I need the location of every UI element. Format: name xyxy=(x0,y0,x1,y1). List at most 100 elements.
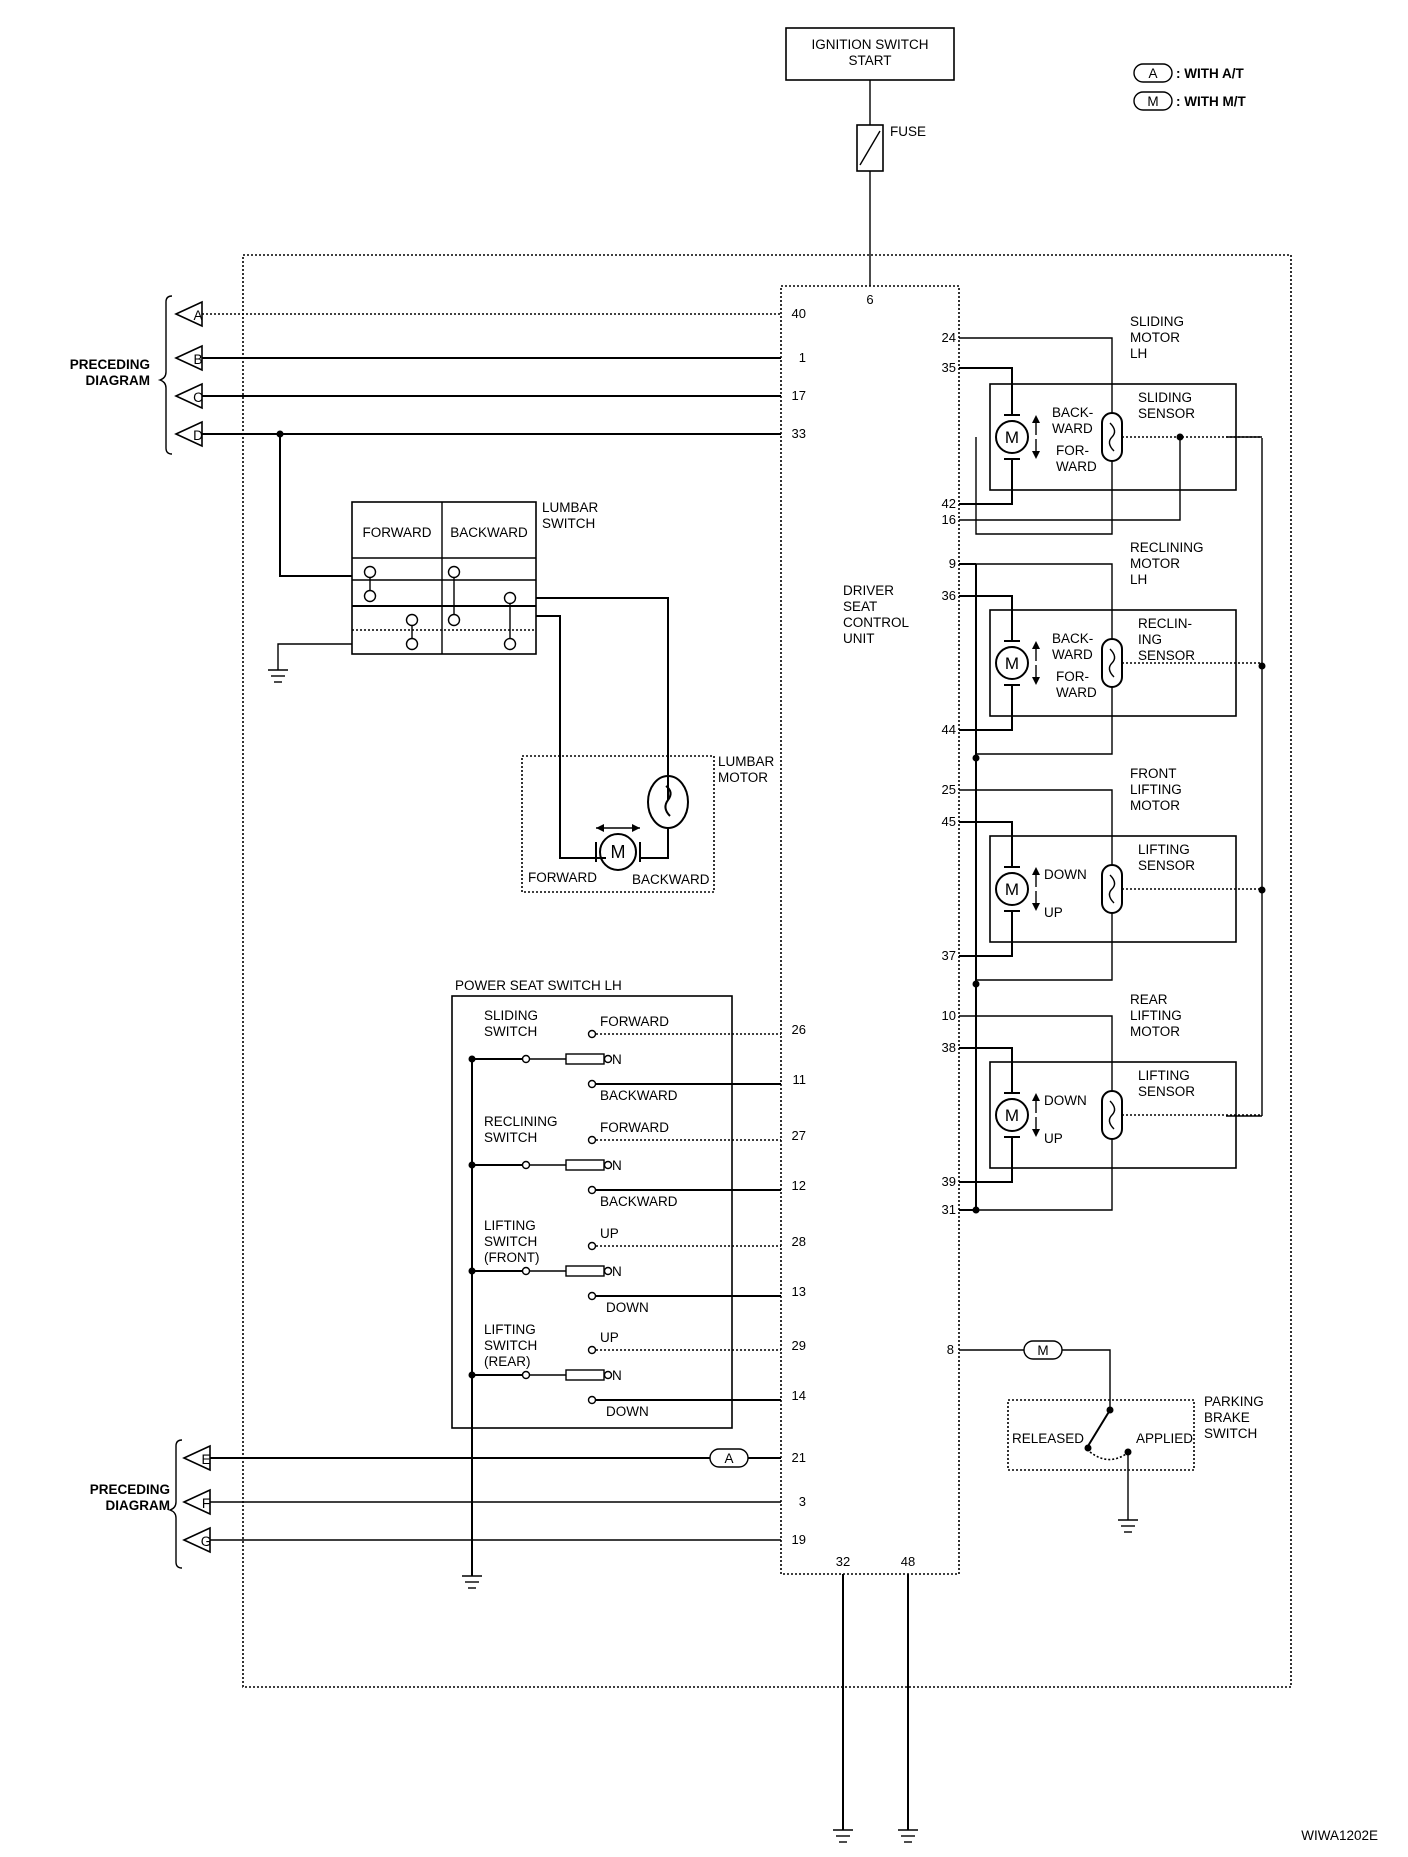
motor-m-label: M xyxy=(1005,428,1019,447)
pin-14: 14 xyxy=(792,1388,806,1403)
pin-35: 35 xyxy=(942,360,956,375)
switch-n-label: N xyxy=(612,1158,622,1173)
pin-44: 44 xyxy=(942,722,956,737)
pin-6: 6 xyxy=(866,292,873,307)
connectors-bottom: E F G xyxy=(182,1444,212,1554)
switch-bottom-label: BACKWARD xyxy=(600,1194,678,1209)
pin-10: 10 xyxy=(942,1008,956,1023)
pin-9: 9 xyxy=(949,556,956,571)
connector-b: B xyxy=(193,352,202,367)
connector-a: A xyxy=(193,308,202,323)
motor-m-label: M xyxy=(1005,654,1019,673)
lumbar-motor-box xyxy=(521,755,715,893)
lumbar-motor-backward: BACKWARD xyxy=(632,872,710,887)
pin-33: 33 xyxy=(792,426,806,441)
motor-dir2-label: UP xyxy=(1044,1131,1063,1146)
ground-ecu-32 xyxy=(833,1829,853,1843)
motor-m-label: M xyxy=(1005,1106,1019,1125)
lumbar-motor-forward: FORWARD xyxy=(528,870,597,885)
pin-24: 24 xyxy=(942,330,956,345)
switch-top-label: FORWARD xyxy=(600,1120,669,1135)
motor-dir1-label: DOWN xyxy=(1044,1093,1087,1108)
control-unit-box xyxy=(780,285,960,1575)
connectors-top: A B C D xyxy=(174,300,203,448)
switch-bottom-label: BACKWARD xyxy=(600,1088,678,1103)
connector-e: E xyxy=(201,1452,210,1467)
pin-32: 32 xyxy=(836,1554,850,1569)
pin-45: 45 xyxy=(942,814,956,829)
switch-top-label: FORWARD xyxy=(600,1014,669,1029)
connector-c: C xyxy=(193,390,203,405)
pin-37: 37 xyxy=(942,948,956,963)
legend-a-badge xyxy=(1133,63,1173,83)
pin-21: 21 xyxy=(792,1450,806,1465)
lumbar-motor-m-label: M xyxy=(611,842,626,862)
ground-parking-brake xyxy=(1118,1519,1138,1533)
pin-12: 12 xyxy=(792,1178,806,1193)
power-seat-switch-box xyxy=(451,995,733,1429)
motor-dir2-label: FOR-WARD xyxy=(1056,669,1097,700)
switch-top-label: UP xyxy=(600,1226,619,1241)
parking-brake-applied: APPLIED xyxy=(1136,1431,1193,1446)
pin-26: 26 xyxy=(792,1022,806,1037)
connector-d: D xyxy=(193,428,203,443)
pin-25: 25 xyxy=(942,782,956,797)
option-a-label: A xyxy=(724,1451,733,1466)
parking-brake-switch-box xyxy=(1007,1399,1195,1471)
pin-17: 17 xyxy=(792,388,806,403)
switch-bottom-label: DOWN xyxy=(606,1300,649,1315)
pin-31: 31 xyxy=(942,1202,956,1217)
legend-m-text: : WITH M/T xyxy=(1176,94,1246,109)
motor-m-label: M xyxy=(1005,880,1019,899)
pin-16: 16 xyxy=(942,512,956,527)
legend: A : WITH A/T M : WITH M/T xyxy=(1133,63,1246,111)
switch-bottom-label: DOWN xyxy=(606,1404,649,1419)
lumbar-switch-backward: BACKWARD xyxy=(450,525,528,540)
lumbar-switch: FORWARD BACKWARD xyxy=(351,501,537,655)
motor-dir1-label: BACK-WARD xyxy=(1052,405,1093,436)
pin-40: 40 xyxy=(792,306,806,321)
connector-f: F xyxy=(202,1496,210,1511)
legend-a-text: : WITH A/T xyxy=(1176,66,1244,81)
pin-48: 48 xyxy=(901,1554,915,1569)
motor-dir2-label: FOR-WARD xyxy=(1056,443,1097,474)
legend-m-badge xyxy=(1133,91,1173,111)
lumbar-switch-forward: FORWARD xyxy=(363,525,432,540)
power-seat-switch-title: POWER SEAT SWITCH LH xyxy=(455,978,622,993)
connector-g: G xyxy=(201,1534,212,1549)
ground-ecu-48 xyxy=(898,1829,918,1843)
switch-top-label: UP xyxy=(600,1330,619,1345)
pin-42: 42 xyxy=(942,496,956,511)
pin-8: 8 xyxy=(947,1342,954,1357)
seat-harness-outline xyxy=(242,254,1292,1688)
pin-3: 3 xyxy=(799,1494,806,1509)
switch-n-label: N xyxy=(612,1368,622,1383)
pin-28: 28 xyxy=(792,1234,806,1249)
legend-m-code: M xyxy=(1147,94,1158,109)
motor-dir2-label: UP xyxy=(1044,905,1063,920)
lumbar-motor-m xyxy=(599,833,637,871)
